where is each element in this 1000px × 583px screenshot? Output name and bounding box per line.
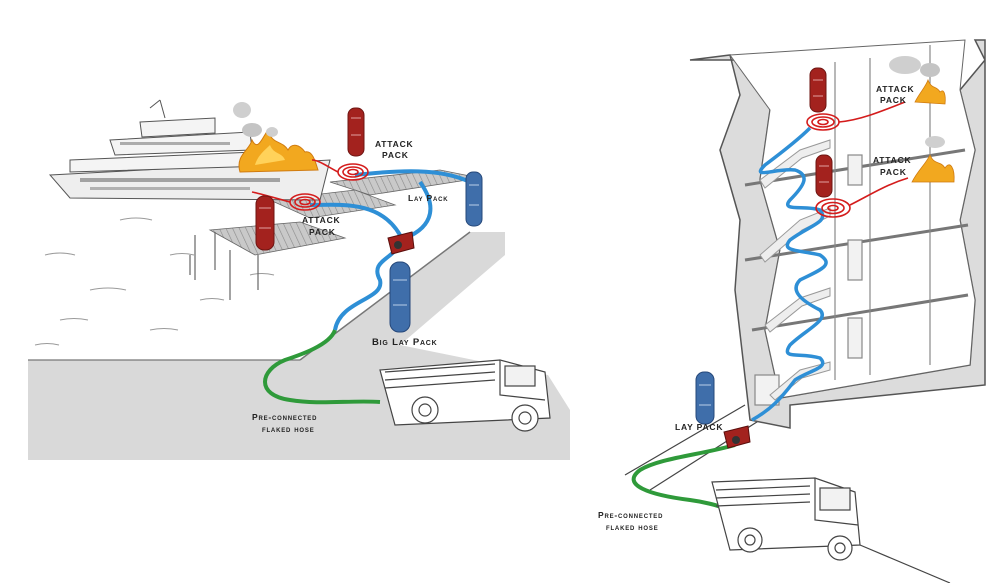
label-preconnected-left-1: Pre-connected [252, 412, 317, 422]
preconnected-hose [263, 329, 381, 405]
preconnected-hose-building [631, 443, 736, 510]
attack-coil-top [311, 159, 369, 181]
attack-pack-red-top [347, 107, 365, 157]
fire-engine-left [379, 359, 551, 432]
label-attack-pack-mid-2: PACK [309, 227, 336, 237]
lay-pack-blue-building [695, 371, 715, 425]
lay-hose-building [751, 126, 828, 422]
label-attack-pack-building-top-2: PACK [880, 95, 907, 105]
label-attack-pack-top-1: ATTACK [375, 139, 414, 149]
attack-coil-building-mid [815, 177, 909, 218]
label-big-lay-pack: Big Lay Pack [372, 337, 438, 348]
big-lay-pack-blue [389, 261, 411, 333]
yacht-fire [233, 102, 319, 173]
label-preconnected-left-2: flaked hose [262, 424, 315, 434]
label-lay-pack-building: LAY PACK [675, 422, 723, 432]
building-scene: ATTACK PACK ATTACK PACK LAY PACK Pre-con… [598, 39, 986, 583]
label-attack-pack-top-2: PACK [382, 150, 409, 160]
building-fire-mid [911, 136, 955, 183]
label-attack-pack-building-mid-2: PACK [880, 167, 907, 177]
attack-pack-red-mid [255, 195, 275, 251]
label-attack-pack-mid-1: ATTACK [302, 215, 341, 225]
lay-pack-blue-small [465, 171, 483, 227]
label-attack-pack-building-mid-1: ATTACK [873, 155, 912, 165]
attack-coil-building-top [806, 101, 906, 131]
fire-engine-right [711, 477, 861, 561]
label-preconnected-right-2: flaked hose [606, 522, 659, 532]
gated-wye-building [723, 425, 751, 449]
pier-pilings [189, 232, 259, 300]
water-lines [34, 217, 275, 346]
gated-wye [387, 231, 415, 255]
label-preconnected-right-1: Pre-connected [598, 510, 663, 520]
attack-pack-red-building-top [809, 67, 827, 113]
marina-scene: ATTACK PACK ATTACK PACK Lay Pack Big Lay… [28, 99, 570, 460]
label-lay-pack-left: Lay Pack [408, 193, 448, 203]
building-fire-top [889, 56, 946, 105]
attack-pack-red-building-mid [815, 154, 833, 198]
label-attack-pack-building-top-1: ATTACK [876, 84, 915, 94]
